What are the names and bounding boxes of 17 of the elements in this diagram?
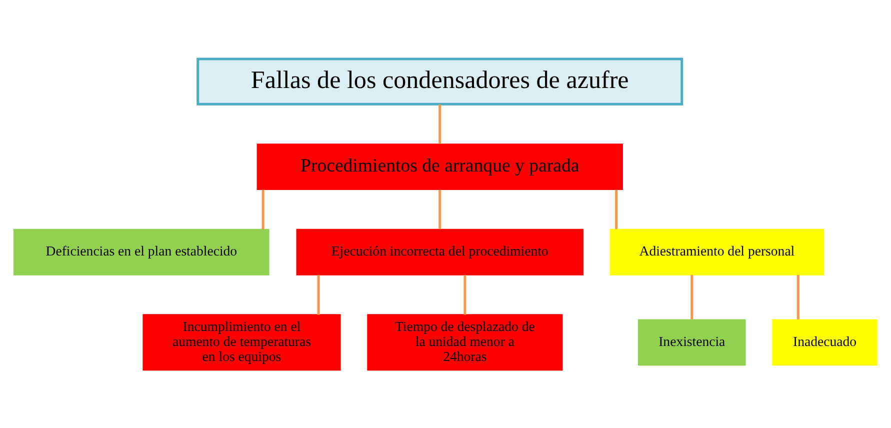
connector: [438, 189, 442, 229]
node-box: Inadecuado: [772, 318, 878, 366]
connector: [796, 274, 800, 319]
node-box: Fallas de los condensadores de azufre: [196, 57, 684, 105]
connector: [690, 274, 694, 319]
node-box: Tiempo de desplazado de la unidad menor a 24horas: [367, 314, 563, 370]
connector: [464, 274, 466, 314]
node-box: Adiestramiento del personal: [610, 228, 824, 275]
node-box: Inexistencia: [638, 318, 746, 366]
connector: [438, 104, 442, 144]
connector: [317, 274, 320, 314]
connector: [262, 189, 264, 229]
node-box: Ejecución incorrecta del procedimiento: [296, 228, 584, 275]
node-box: Incumplimiento en el aumento de temperaturas en los equipos: [142, 314, 341, 370]
node-box: Deficiencias en el plan establecido: [14, 228, 270, 275]
connector: [615, 189, 618, 229]
node-box: Procedimientos de arranque y parada: [256, 143, 623, 190]
